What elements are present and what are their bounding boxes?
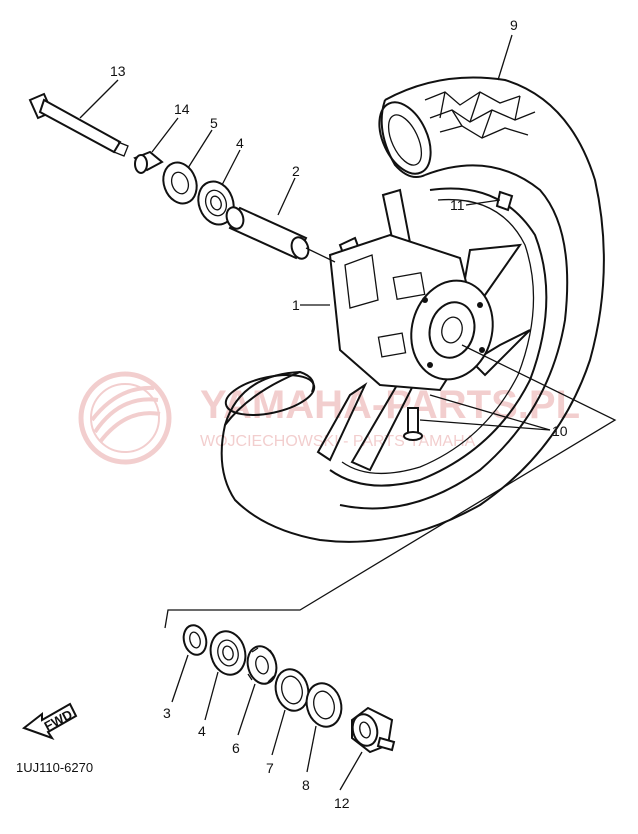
bearing-upper bbox=[197, 180, 235, 226]
callout-3: 3 bbox=[163, 705, 171, 721]
callout-4-lower: 4 bbox=[198, 723, 206, 739]
watermark-logo bbox=[78, 371, 172, 465]
leader-lines bbox=[79, 34, 551, 791]
axle bbox=[28, 92, 129, 157]
callout-2: 2 bbox=[292, 163, 300, 179]
tire bbox=[220, 76, 605, 543]
meter-gear-unit bbox=[351, 706, 396, 754]
part-code: 1UJ110-6270 bbox=[16, 760, 93, 775]
callout-13: 13 bbox=[110, 63, 126, 79]
callout-6: 6 bbox=[232, 740, 240, 756]
callout-11: 11 bbox=[450, 197, 465, 213]
fwd-label: FWD bbox=[42, 707, 75, 734]
hub-flange bbox=[410, 279, 494, 381]
drive-gear bbox=[246, 645, 278, 685]
callout-8: 8 bbox=[302, 777, 310, 793]
oil-seal-lower bbox=[305, 682, 343, 728]
retainer bbox=[274, 668, 310, 712]
callouts: 13 14 5 4 2 1 9 11 10 3 4 6 7 8 12 bbox=[110, 17, 568, 811]
tire-valve bbox=[403, 407, 423, 441]
wheel-rim bbox=[316, 187, 548, 487]
callout-1: 1 bbox=[292, 297, 300, 313]
callout-7: 7 bbox=[266, 760, 274, 776]
callout-9: 9 bbox=[510, 17, 518, 33]
balance-weight bbox=[495, 190, 514, 212]
watermark-brand: YAMAHA-PARTS.PL bbox=[200, 383, 580, 427]
collar bbox=[133, 150, 164, 174]
oil-seal-upper bbox=[162, 161, 198, 205]
collar-lower bbox=[182, 624, 208, 656]
bearing-lower bbox=[209, 630, 247, 676]
assembly-lines bbox=[164, 247, 617, 629]
spacer bbox=[225, 206, 310, 260]
callout-10: 10 bbox=[552, 423, 568, 439]
callout-14: 14 bbox=[174, 101, 190, 117]
callout-12: 12 bbox=[334, 795, 350, 811]
forward-direction-arrow: FWD bbox=[21, 702, 78, 740]
callout-5: 5 bbox=[210, 115, 218, 131]
callout-4-upper: 4 bbox=[236, 135, 244, 151]
